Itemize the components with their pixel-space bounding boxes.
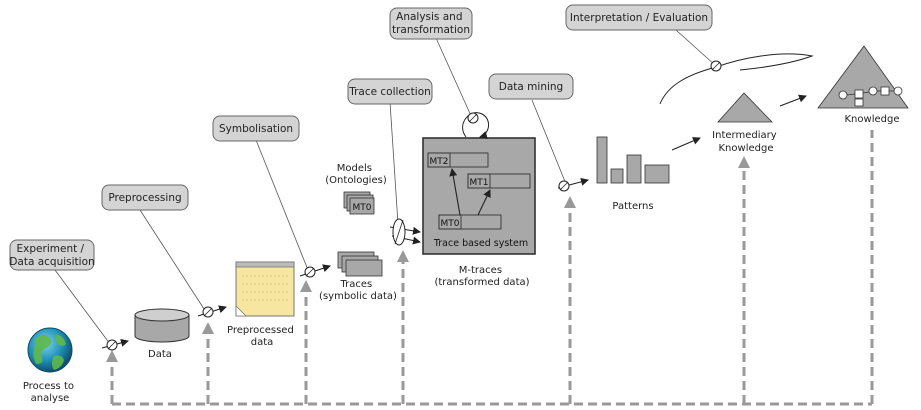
- callout-preprocessing-text: Preprocessing: [108, 192, 181, 204]
- callout-interpretation-text: Interpretation / Evaluation: [570, 12, 708, 24]
- model-mt0-label: MT0: [353, 203, 372, 213]
- transformation-loop: [462, 112, 489, 139]
- label-data: Data: [148, 349, 172, 360]
- operator-circles: [106, 60, 722, 351]
- system-label: Trace based system: [433, 238, 528, 249]
- label-preprocessed: Preprocessed data: [227, 325, 297, 348]
- feedback-loop: [106, 130, 874, 406]
- callout-experiment: Experiment / Data acquisition: [9, 239, 95, 271]
- knowledge-icon: [817, 45, 909, 109]
- callout-leaders: [51, 29, 717, 345]
- label-patterns: Patterns: [612, 201, 653, 212]
- trace-based-system: MT2 MT1 MT0 Trace based system: [422, 137, 536, 255]
- mt1-label: MT1: [470, 178, 489, 188]
- label-knowledge: Knowledge: [845, 114, 900, 125]
- callout-trace-collection: Trace collection: [347, 78, 433, 105]
- mt0-label: MT0: [441, 219, 460, 229]
- label-mtraces: M-traces (transformed data): [434, 265, 529, 288]
- database-icon: [134, 308, 190, 343]
- callout-symbolisation: Symbolisation: [212, 115, 300, 142]
- callout-interpretation: Interpretation / Evaluation: [565, 4, 713, 31]
- label-intermediary: Intermediary Knowledge: [712, 130, 780, 154]
- interpretation-curve: [659, 53, 814, 105]
- patterns-bars-icon: [596, 136, 670, 184]
- callout-data-mining: Data mining: [488, 73, 574, 100]
- callout-analysis: Analysis and transformation: [389, 7, 473, 40]
- callout-analysis-text: Analysis and transformation: [392, 11, 470, 36]
- label-models: Models (Ontologies): [325, 163, 387, 186]
- label-traces: Traces (symbolic data): [319, 279, 397, 302]
- label-process: Process to analyse: [23, 381, 77, 404]
- callout-experiment-text: Experiment / Data acquisition: [9, 243, 94, 268]
- callout-data-mining-text: Data mining: [499, 81, 563, 93]
- document-icon: [235, 261, 295, 317]
- globe-icon: [27, 327, 73, 373]
- traces-stack-icon: [337, 251, 383, 277]
- callout-trace-collection-text: Trace collection: [348, 86, 431, 98]
- callout-preprocessing: Preprocessing: [101, 184, 189, 211]
- intermediary-knowledge-icon: [717, 92, 773, 123]
- mt2-label: MT2: [430, 157, 449, 167]
- models-stack-icon: MT0: [343, 191, 375, 215]
- callout-symbolisation-text: Symbolisation: [219, 123, 293, 135]
